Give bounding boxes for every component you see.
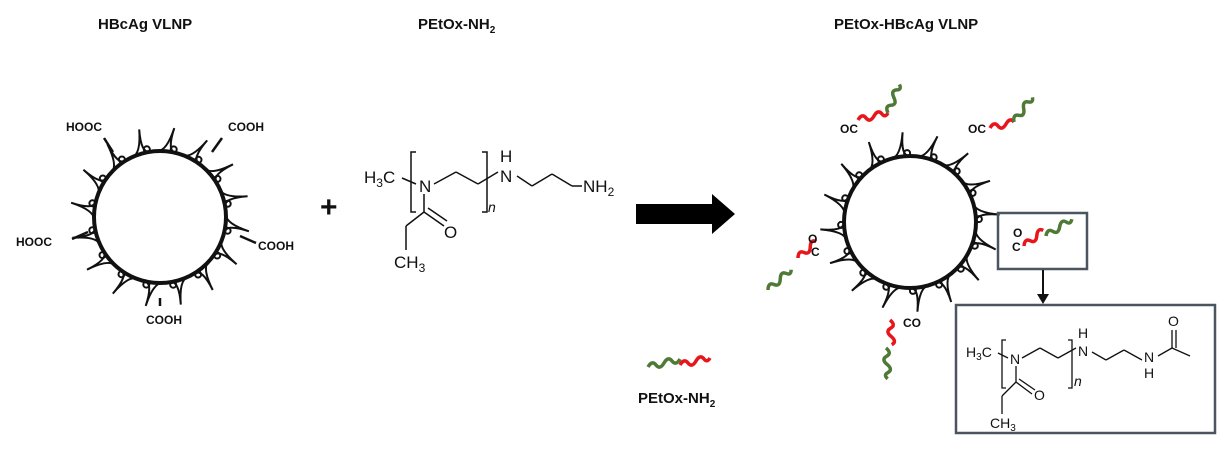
group-o-right: O — [1013, 226, 1022, 240]
bracket-right — [482, 151, 488, 213]
methyl-bond — [401, 177, 417, 185]
backbone-bond-2 — [455, 171, 479, 185]
carbonyl-bond — [423, 211, 445, 227]
chem-amide-n: N — [419, 177, 431, 196]
reaction-arrow[interactable] — [636, 194, 735, 234]
particle-shell-right — [842, 154, 978, 290]
group-c-left: C — [811, 245, 820, 259]
group-oc-top-right: OC — [968, 122, 986, 136]
title-petox-hbcag-vlnp: PEtOx-HBcAg VLNP — [834, 16, 979, 33]
title-petox-nh2-text: PEtOx-NH — [418, 16, 490, 33]
chain-left — [766, 239, 818, 291]
group-cooh-top-right: COOH — [228, 120, 264, 134]
group-hooc-left: HOOC — [16, 235, 52, 249]
hbcag-particle: HOOC COOH HOOC COOH COOH — [16, 120, 294, 327]
detail-amide-n: N — [1010, 351, 1020, 367]
chain-top-left — [856, 83, 902, 122]
chem-carbonyl-o: O — [444, 223, 457, 242]
detail-amine-n: N — [1078, 343, 1088, 359]
title-hbcag-vlnp: HBcAg VLNP — [98, 16, 193, 33]
detail-structure — [997, 330, 1191, 414]
ethylene-bond-2 — [551, 173, 573, 187]
detail-carbonyl-o-top: O — [1168, 313, 1179, 329]
group-cooh-right: COOH — [258, 239, 294, 253]
title-petox-nh2-subscript: 2 — [489, 25, 496, 36]
detail-labels: H3C N H N N H O O CH3 n — [966, 313, 1179, 434]
group-o-left: O — [808, 232, 817, 246]
zoom-arrow-head — [1037, 294, 1049, 304]
nh-bond — [516, 175, 533, 187]
detail-amide-h: H — [1144, 365, 1154, 381]
backbone-bond-1 — [433, 171, 457, 185]
detail-h3c: H3C — [966, 344, 992, 363]
chem-ch3: CH3 — [394, 253, 426, 275]
petox-nh2-structure — [401, 151, 582, 250]
ethylene-bond-1 — [531, 173, 553, 187]
chem-nh2: NH2 — [583, 177, 615, 199]
group-co-bottom: CO — [903, 316, 921, 330]
particle-shell-left — [92, 149, 228, 285]
detail-amide-n2: N — [1144, 349, 1154, 365]
highlight-box[interactable] — [996, 211, 1089, 271]
detail-ch3: CH3 — [990, 415, 1016, 434]
ethyl-bond-1 — [405, 211, 425, 227]
cooh-bond-left — [71, 230, 89, 241]
chain-top-right — [988, 97, 1035, 130]
cooh-bond-right — [239, 234, 257, 245]
cooh-bond-top-right — [210, 137, 224, 153]
detail-box — [954, 303, 1217, 435]
group-oc-top-left: OC — [840, 122, 858, 136]
backbone-bond-3 — [477, 171, 499, 185]
chem-repeat-n: n — [488, 199, 496, 215]
legend-label-subscript: 2 — [709, 399, 716, 410]
group-cooh-bottom: COOH — [146, 313, 182, 327]
group-hooc-top-left: HOOC — [66, 120, 102, 134]
petox-hbcag-particle: OC OC O C O C CO — [766, 83, 1074, 381]
chain-right-boxed — [1022, 218, 1074, 247]
legend-label-text: PEtOx-NH — [638, 390, 710, 407]
title-petox-nh2: PEtOx-NH2 — [418, 16, 495, 36]
legend-petox-nh2-label: PEtOx-NH2 — [638, 390, 715, 410]
group-c-right: C — [1012, 240, 1021, 254]
legend-chain-icon — [646, 355, 712, 369]
detail-repeat-n: n — [1074, 373, 1082, 389]
detail-carbonyl-o-side: O — [1034, 387, 1045, 403]
cooh-bond-top-left — [102, 137, 115, 153]
carbonyl-double-bond — [427, 207, 448, 222]
chem-amine-n: N — [500, 167, 512, 186]
detail-amine-h: H — [1078, 325, 1088, 341]
chem-amine-h: H — [500, 147, 512, 166]
chem-h3c: H3C — [364, 168, 395, 190]
plus-sign: + — [320, 191, 338, 224]
petox-nh2-labels: H3C N H N NH2 O CH3 n — [364, 147, 615, 275]
chain-bottom — [882, 318, 897, 381]
